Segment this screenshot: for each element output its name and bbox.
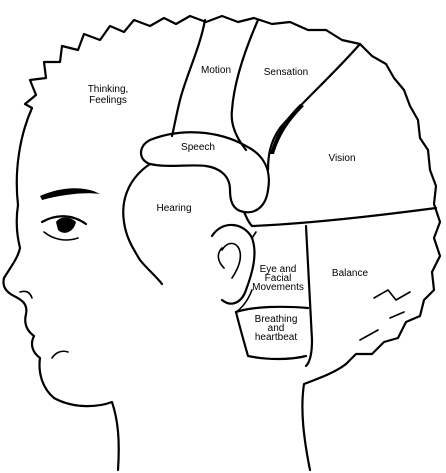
- label-motion-line: Motion: [201, 65, 231, 76]
- boundary-motion-sensation: [230, 18, 260, 152]
- nostril: [19, 290, 33, 299]
- label-thinking-line: Thinking,: [88, 84, 129, 95]
- label-eye-movements-line: Facial: [265, 273, 292, 284]
- boundary-vision-balance: [250, 206, 438, 228]
- label-eye-movements-line: Movements: [252, 282, 304, 293]
- label-balance-line: Balance: [332, 268, 369, 279]
- boundary-sensation-vision: [266, 42, 362, 172]
- ear-inner: [221, 242, 242, 279]
- boundary-eye-balance: [304, 224, 314, 368]
- label-eye-movements-line: Eye and: [260, 264, 297, 275]
- eye-lash: [43, 231, 79, 241]
- breathing-region-outline: [234, 310, 308, 361]
- boundary-thinking-motion: [170, 18, 207, 138]
- label-speech-line: Speech: [181, 142, 215, 153]
- label-speech: Speech: [181, 142, 215, 153]
- speech-region-outline: [139, 131, 270, 214]
- jaw-line: [51, 350, 69, 359]
- eye-lid: [40, 215, 88, 226]
- label-motion: Motion: [201, 65, 231, 76]
- boundary-vision-shadow: [270, 104, 304, 154]
- label-thinking: Thinking,Feelings: [88, 84, 129, 106]
- face-profile: [2, 203, 120, 472]
- label-hearing-line: Hearing: [156, 203, 191, 214]
- label-breathing-line: Breathing: [255, 314, 298, 325]
- label-breathing-line: and: [268, 323, 285, 334]
- label-thinking-line: Feelings: [89, 95, 127, 106]
- label-balance: Balance: [332, 268, 369, 279]
- boundary-ear-brainstem: [235, 231, 257, 313]
- neck-back-line: [301, 362, 348, 472]
- hearing-region-bottom: [242, 210, 254, 228]
- label-hearing: Hearing: [156, 203, 191, 214]
- ear: [210, 223, 256, 305]
- eye-iris: [56, 217, 76, 233]
- hair-outline: [15, 14, 442, 366]
- label-breathing-line: heartbeat: [255, 332, 297, 343]
- label-vision-line: Vision: [328, 153, 355, 164]
- boundary-eye-breathing: [234, 305, 310, 314]
- eyebrow: [40, 188, 100, 200]
- ear-lobe-line: [217, 247, 225, 269]
- hearing-region-outline: [122, 162, 164, 286]
- region-labels: Thinking,Feelings Motion SensationSpeechVi…: [88, 65, 369, 343]
- label-sensation-line: Sensation: [264, 67, 308, 78]
- label-vision: Vision: [328, 153, 355, 164]
- hair-strands: [359, 289, 411, 341]
- label-sensation: Sensation: [264, 67, 308, 78]
